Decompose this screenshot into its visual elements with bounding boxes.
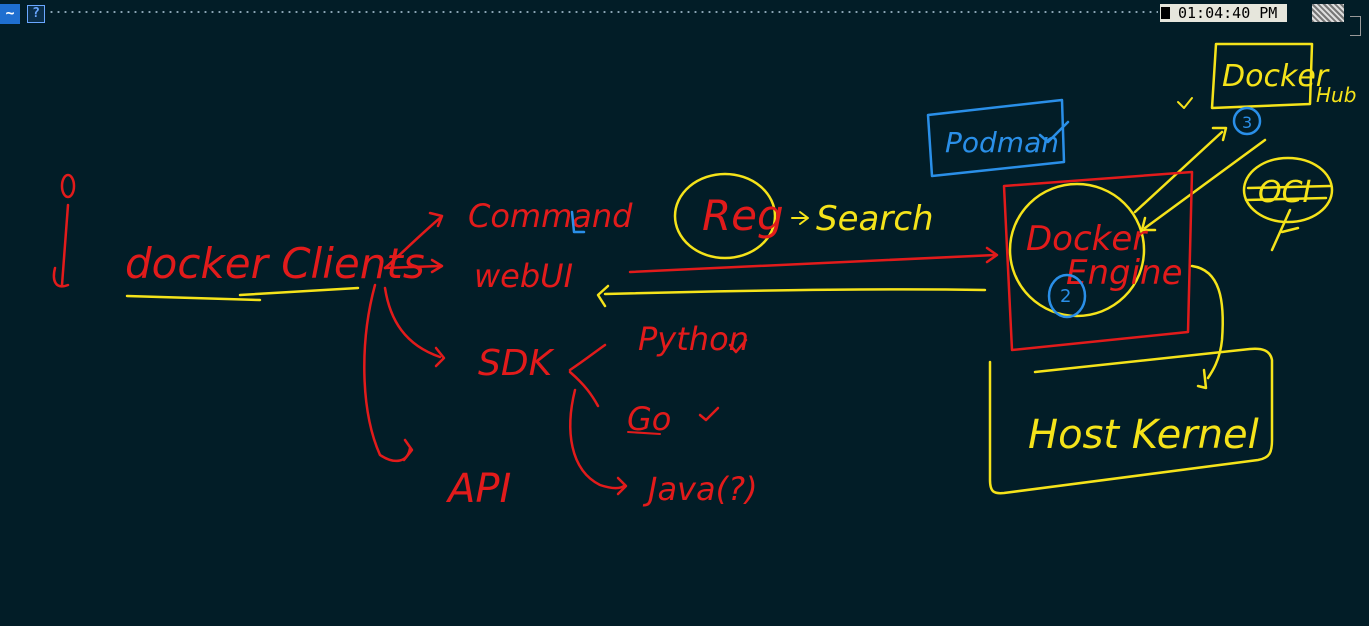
response-arrow-to-clients [603,288,987,296]
hub-check-icon [1177,97,1193,109]
podman-box [926,98,1066,178]
response-arrowhead [596,284,610,308]
podman-label: Podman [945,126,1059,159]
docker-engine-label-1: Docker [1026,219,1148,259]
step-two-circle [1047,273,1087,319]
request-arrow-to-engine [628,253,997,274]
docker-hub-label: Docker [1222,59,1330,94]
search-arrow [791,211,809,225]
podman-check-icon [1038,120,1070,144]
oci-strikethrough [1244,184,1332,202]
clock-display: 01:04:40 PM [1160,4,1288,22]
sdk-label: SDK [478,343,555,384]
clock-icon [1161,7,1170,19]
window-corner-handle[interactable] [1350,16,1361,36]
docker-engine-box [1002,170,1194,352]
docker-engine-circle [1008,182,1146,318]
help-icon[interactable]: ? [27,5,45,23]
client-branch-arrows [363,211,446,463]
hub-label: Hub [1316,83,1356,107]
docker-clients-label: docker Clients [125,239,425,288]
home-tilde-icon[interactable]: ~ [0,4,20,24]
command-label: Command [468,197,633,235]
java-label: Java(?) [642,470,758,508]
command-blue-mark [570,210,586,234]
engine-to-kernel-connector [1190,264,1224,380]
number-one-mark [52,173,76,288]
webui-label: webUI [474,257,573,295]
hub-to-engine-arrow [1143,138,1267,230]
registry-label: Reg [702,191,784,240]
docker-engine-label-2: Engine [1066,253,1183,293]
docker-hub-box [1210,42,1314,110]
python-label: Python [638,320,749,358]
search-label: Search [816,199,934,239]
host-kernel-box [988,347,1274,495]
engine-to-kernel-arrowhead [1196,368,1208,390]
oci-label: OCI [1258,175,1312,210]
engine-to-hub-arrowhead [1211,126,1228,142]
oci-pointer-arrow [1270,208,1300,252]
host-kernel-label: Host Kernel [1028,412,1259,458]
dotted-separator [48,11,1158,13]
sdk-branch-arrows [568,343,628,496]
step-three-circle [1232,106,1262,136]
api-label: API [445,466,511,512]
request-arrowhead [985,246,999,264]
python-check-icon [728,338,748,354]
step-two-label: 2 [1060,286,1071,307]
clients-underline-2 [238,286,360,297]
step-three-label: 3 [1242,113,1252,132]
oci-circle [1242,156,1334,224]
go-underline [627,431,661,435]
go-check-icon [698,406,720,422]
clients-underline-1 [125,294,262,302]
terminal-status-bar: ~ ? 01:04:40 PM [0,0,1369,36]
registry-circle [673,172,777,260]
pattern-indicator-icon [1312,4,1344,22]
